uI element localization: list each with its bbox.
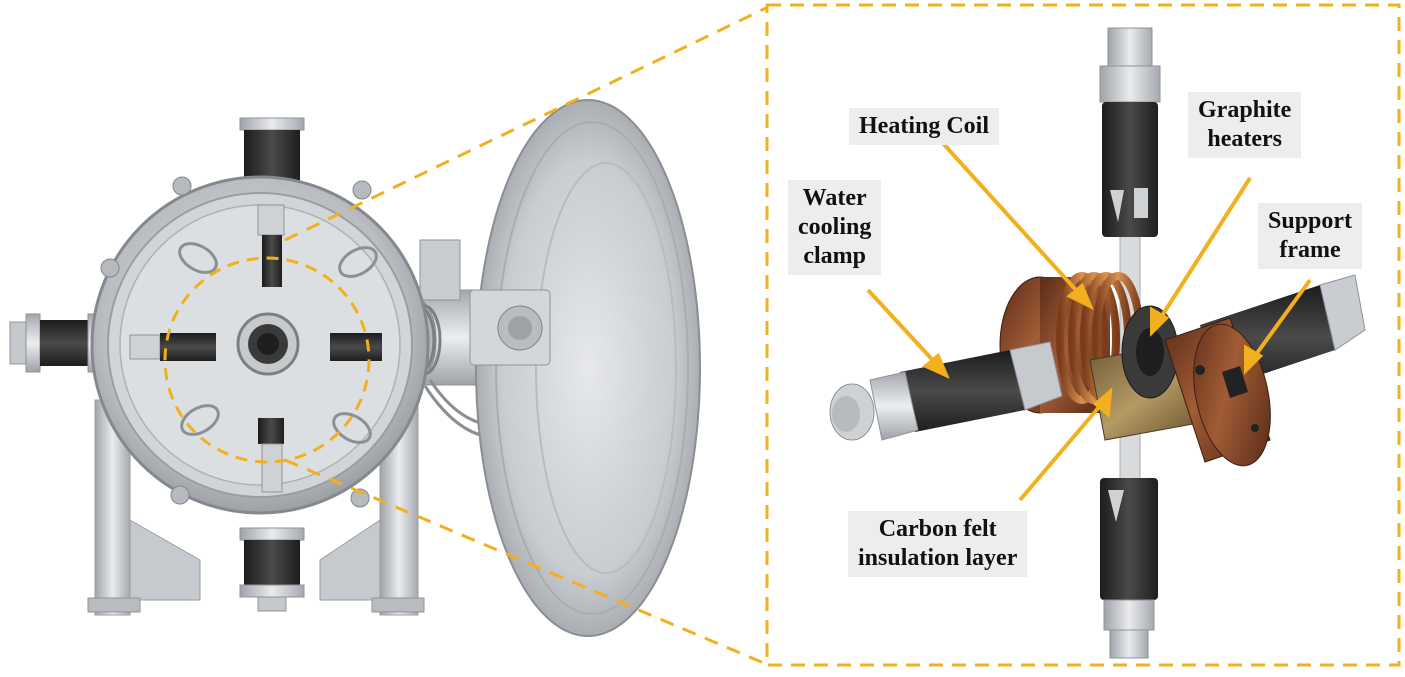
- arrow-carbon-felt: [1018, 398, 1107, 502]
- label-heating-coil-text: Heating Coil: [859, 113, 989, 139]
- arrow-heating-coil: [938, 138, 1087, 302]
- chamber-body: [90, 175, 430, 515]
- label-water-cooling-line2: cooling: [798, 214, 872, 240]
- label-support-frame-line1: Support: [1268, 208, 1353, 234]
- label-water-cooling-line3: clamp: [803, 243, 866, 269]
- label-graphite-heaters-line2: heaters: [1207, 126, 1282, 152]
- left-port: [9, 313, 103, 373]
- label-graphite-heaters-line1: Graphite: [1198, 97, 1292, 123]
- chamber-door: [469, 99, 701, 637]
- top-electrode: [1099, 27, 1161, 237]
- label-support-frame-line2: frame: [1279, 237, 1341, 263]
- zoom-box: [765, 3, 1401, 667]
- arrow-support-frame: [1250, 278, 1312, 362]
- label-water-cooling-line1: Water: [802, 185, 867, 211]
- label-heating-coil: Heating Coil: [849, 108, 999, 145]
- zoom-leader-lines: [284, 6, 767, 666]
- label-carbon-felt-line1: Carbon felt: [878, 516, 997, 542]
- arrow-carbon-felt-head: [1092, 387, 1113, 418]
- arrow-water-cooling-head: [922, 352, 950, 379]
- bottom-electrode: [1100, 478, 1158, 659]
- arrow-heating-coil-head: [1066, 282, 1094, 311]
- label-graphite-heaters: Graphite heaters: [1188, 92, 1302, 158]
- label-arrows: [866, 138, 1312, 502]
- graphite-heater-core: [1121, 305, 1179, 399]
- arrow-water-cooling: [866, 288, 942, 370]
- vacuum-chamber-illustration: [9, 99, 701, 637]
- bottom-port: [239, 527, 305, 612]
- label-water-cooling-clamp: Water cooling clamp: [788, 180, 882, 275]
- zoom-circle: [163, 256, 371, 464]
- label-support-frame: Support frame: [1258, 203, 1363, 269]
- label-carbon-felt: Carbon felt insulation layer: [848, 511, 1028, 577]
- water-cooling-clamp: [829, 341, 1063, 441]
- arrow-graphite-heaters: [1156, 176, 1252, 324]
- label-carbon-felt-line2: insulation layer: [858, 545, 1018, 571]
- arrow-graphite-heaters-head: [1150, 306, 1170, 337]
- arrow-support-frame-head: [1244, 344, 1264, 375]
